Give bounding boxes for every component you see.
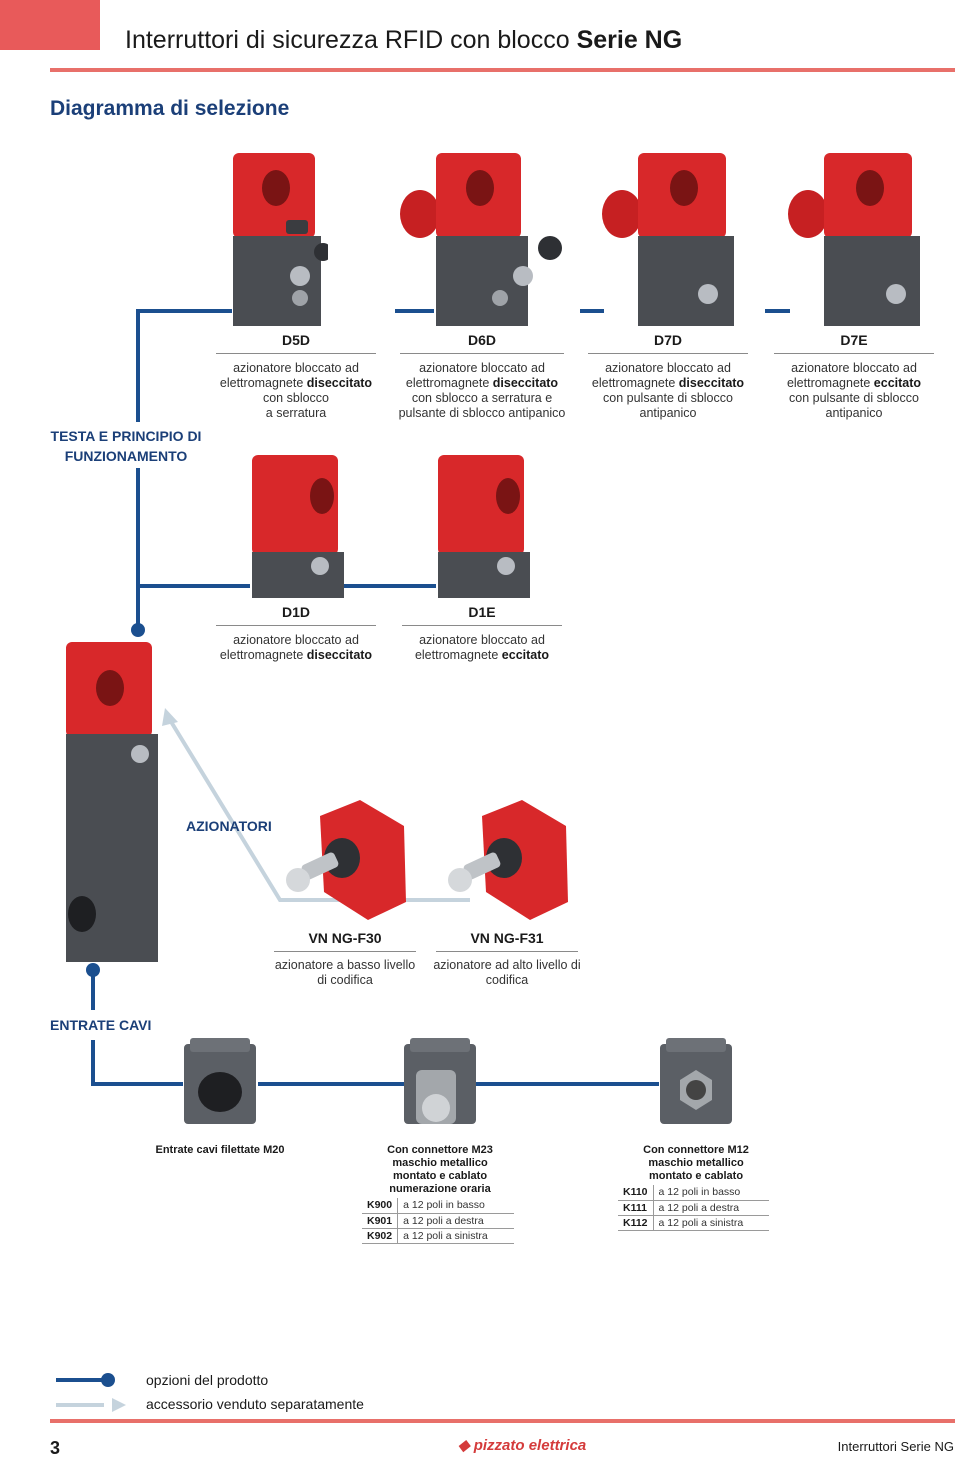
cable-title: Con connettore M12 maschio metallico mon… [643, 1144, 749, 1182]
head-option-d6d[interactable]: D6D azionatore bloccato ad elettromagnet… [392, 332, 572, 421]
footer-series-name: Interruttori Serie NG [837, 1439, 954, 1454]
divider [216, 353, 376, 354]
header-color-block [0, 0, 100, 50]
legend-options: opzioni del prodotto [146, 1372, 269, 1388]
device-image-full-switch [66, 642, 158, 962]
cable-image-m20 [184, 1038, 256, 1124]
line-cables [91, 1040, 183, 1086]
company-logo: ◆ pizzato elettrica [458, 1437, 587, 1454]
head-description: azionatore bloccato ad elettromagnete di… [219, 633, 373, 662]
device-image-d1d [252, 455, 344, 598]
actuator-description: azionatore ad alto livello di codifica [433, 958, 581, 987]
cable-option-m12[interactable]: Con connettore M12 maschio metallico mon… [618, 1144, 774, 1231]
divider [400, 353, 564, 354]
cable-title: Con connettore M23 maschio metallico mon… [387, 1144, 493, 1195]
footer-divider [50, 1419, 955, 1423]
device-image-d5d [233, 153, 328, 326]
logo-icon: ◆ [458, 1437, 470, 1454]
head-option-d1d[interactable]: D1D azionatore bloccato ad elettromagnet… [208, 604, 384, 663]
head-description: azionatore bloccato ad elettromagnete di… [398, 361, 566, 420]
head-option-d1e[interactable]: D1E azionatore bloccato ad elettromagnet… [394, 604, 570, 663]
head-description: azionatore bloccato ad elettromagnete ec… [414, 633, 550, 662]
divider [216, 625, 376, 626]
head-code: D6D [467, 332, 496, 348]
divider [774, 353, 934, 354]
head-code: D1E [468, 604, 496, 620]
actuator-code: VN NG-F30 [308, 930, 382, 946]
head-code: D7E [840, 332, 868, 348]
device-image-d7e [788, 153, 920, 326]
head-description: azionatore bloccato ad elettromagnete di… [219, 361, 373, 420]
divider [274, 951, 416, 952]
actuator-code: VN NG-F31 [470, 930, 544, 946]
label-heads: TESTA E PRINCIPIO DI FUNZIONAMENTO [50, 428, 202, 464]
section-title: Diagramma di selezione [50, 97, 290, 120]
actuator-option-f31[interactable]: VN NG-F31 azionatore ad alto livello di … [430, 930, 584, 988]
actuator-description: azionatore a basso livello di codifica [274, 958, 416, 987]
header-divider [50, 68, 955, 72]
device-image-d6d [400, 153, 562, 326]
device-image-d7d [602, 153, 734, 326]
actuator-image-f31 [448, 800, 568, 920]
label-cable-entries: ENTRATE CAVI [50, 1017, 152, 1033]
cable-option-m20[interactable]: Entrate cavi filettate M20 [155, 1144, 285, 1156]
divider [402, 625, 562, 626]
header-title-prefix: Interruttori di sicurezza RFID con blocc… [125, 26, 570, 54]
line-heads-row2 [136, 468, 250, 588]
head-description: azionatore bloccato ad elettromagnete di… [591, 361, 745, 420]
device-image-d1e [438, 455, 530, 598]
head-code: D7D [653, 332, 682, 348]
line-heads-row1 [136, 309, 232, 422]
label-actuators: AZIONATORI [186, 818, 272, 834]
cable-image-m23 [404, 1038, 476, 1124]
header-title-series: Serie NG [576, 26, 683, 54]
page-header-title: Interruttori di sicurezza RFID con blocc… [125, 26, 682, 55]
head-code: D1D [281, 604, 310, 620]
divider [436, 951, 578, 952]
head-option-d7e[interactable]: D7E azionatore bloccato ad elettromagnet… [766, 332, 942, 421]
actuator-option-f30[interactable]: VN NG-F30 azionatore a basso livello di … [268, 930, 422, 988]
divider [588, 353, 748, 354]
page-number: 3 [50, 1438, 61, 1458]
head-description: azionatore bloccato ad elettromagnete ec… [786, 361, 922, 420]
head-option-d7d[interactable]: D7D azionatore bloccato ad elettromagnet… [580, 332, 756, 421]
actuator-image-f30 [286, 800, 406, 920]
head-code: D5D [281, 332, 310, 348]
cable-option-m23[interactable]: Con connettore M23 maschio metallico mon… [362, 1144, 518, 1244]
cable-image-m12 [660, 1038, 732, 1124]
head-option-d5d[interactable]: D5D azionatore bloccato ad elettromagnet… [208, 332, 384, 421]
legend-accessory: accessorio venduto separatamente [146, 1396, 364, 1412]
